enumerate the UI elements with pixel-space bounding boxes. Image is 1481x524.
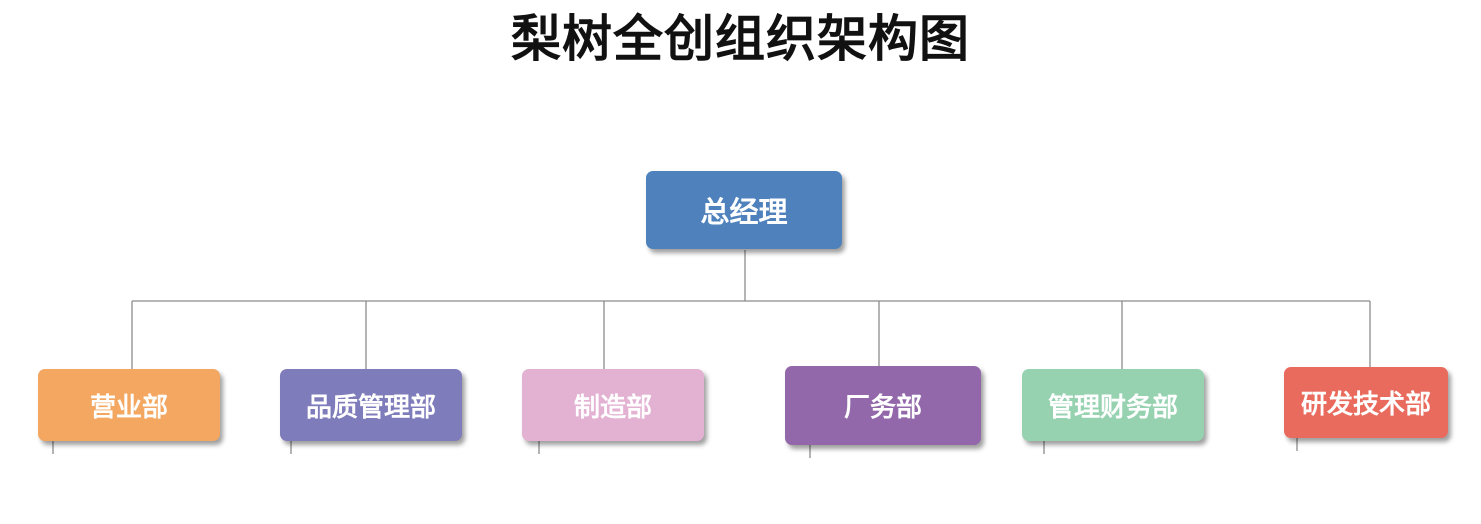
node-label: 营业部	[89, 392, 168, 423]
node-facilities-dept: 厂务部	[785, 366, 981, 445]
node-rnd-dept: 研发技术部	[1284, 367, 1448, 438]
node-label: 厂务部	[843, 393, 922, 423]
node-general-manager: 总经理	[646, 171, 842, 249]
node-label: 品质管理部	[305, 392, 436, 423]
node-label: 管理财务部	[1047, 392, 1178, 423]
node-label: 总经理	[700, 195, 788, 229]
node-manufacturing-dept: 制造部	[522, 369, 704, 441]
node-sales-dept: 营业部	[38, 369, 220, 441]
node-label: 研发技术部	[1300, 390, 1431, 420]
node-label: 制造部	[573, 392, 652, 423]
node-finance-dept: 管理财务部	[1022, 369, 1204, 441]
chart-title: 梨树全创组织架构图	[511, 10, 970, 68]
node-quality-dept: 品质管理部	[280, 369, 462, 441]
